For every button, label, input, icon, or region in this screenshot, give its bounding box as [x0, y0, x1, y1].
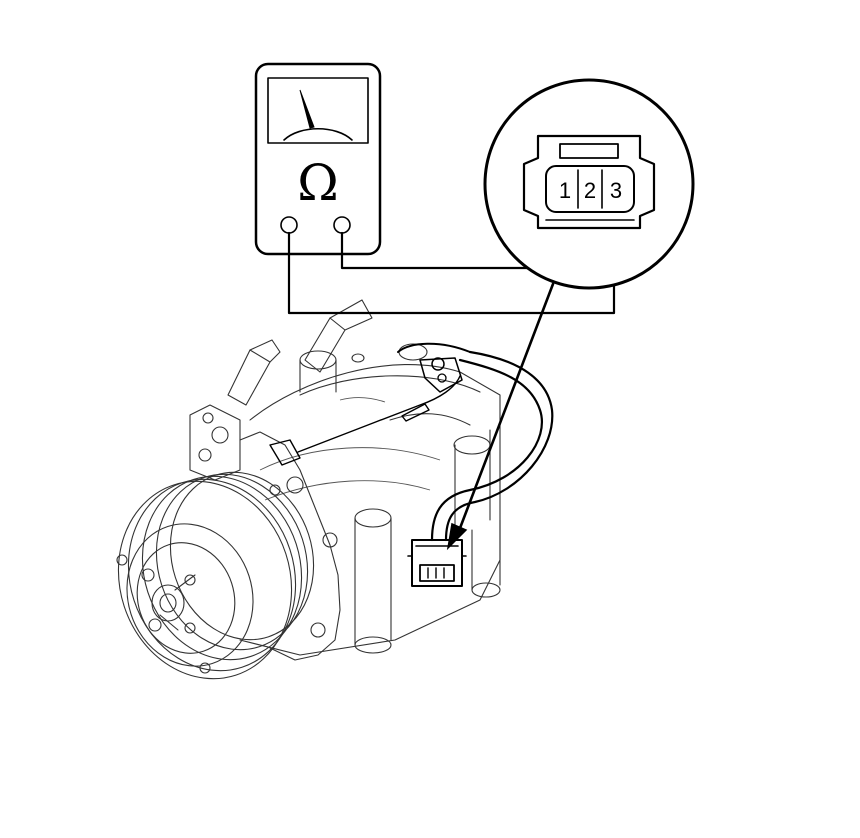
connector-detail-housing [522, 134, 656, 230]
ohmmeter-dial-window [267, 77, 369, 144]
ohmmeter-needle [299, 89, 315, 129]
ohmmeter-probe-terminal-right [333, 216, 351, 234]
connector-detail-lock-tab [559, 143, 619, 159]
compressor-connector [407, 539, 467, 587]
callout-pointer-arrow [446, 282, 555, 551]
pin-label-1: 1 [559, 178, 571, 203]
arrow-head-icon [446, 522, 468, 551]
compressor-harness [269, 342, 554, 542]
connector-detail-face [545, 165, 635, 213]
ohm-symbol: Ω [297, 154, 338, 212]
pin-label-3: 3 [610, 178, 622, 203]
ohmmeter: Ω [254, 62, 382, 256]
connector-detail-dividers [577, 169, 603, 209]
ohmmeter-body [254, 62, 382, 256]
ac-compressor [116, 299, 501, 680]
magnifier-circle [483, 78, 695, 290]
ohmmeter-probe-terminal-left [280, 216, 298, 234]
pin-label-2: 2 [584, 178, 596, 203]
ohmmeter-scale-arc [283, 128, 353, 141]
connector-detail-callout: 1 2 3 [483, 78, 695, 290]
